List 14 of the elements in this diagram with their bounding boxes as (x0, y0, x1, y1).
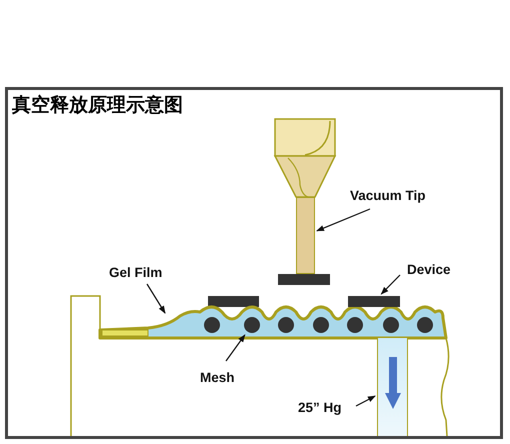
part-label: Mesh (200, 370, 240, 386)
leader-line (356, 396, 376, 407)
vacuum-tip (296, 197, 315, 274)
device-chip (348, 296, 400, 307)
part-label: 25” Hg (298, 400, 348, 416)
part-label: Device (407, 262, 457, 278)
leader-line (316, 208, 370, 232)
diagram-title: 真空释放原理示意图 (12, 94, 183, 116)
part-label: Gel Film (109, 265, 169, 281)
leader-line (146, 284, 166, 314)
part-label: Vacuum Tip (350, 188, 440, 204)
leader-line (380, 274, 400, 295)
vacuum-channel (377, 338, 408, 436)
leader-line (226, 334, 246, 362)
